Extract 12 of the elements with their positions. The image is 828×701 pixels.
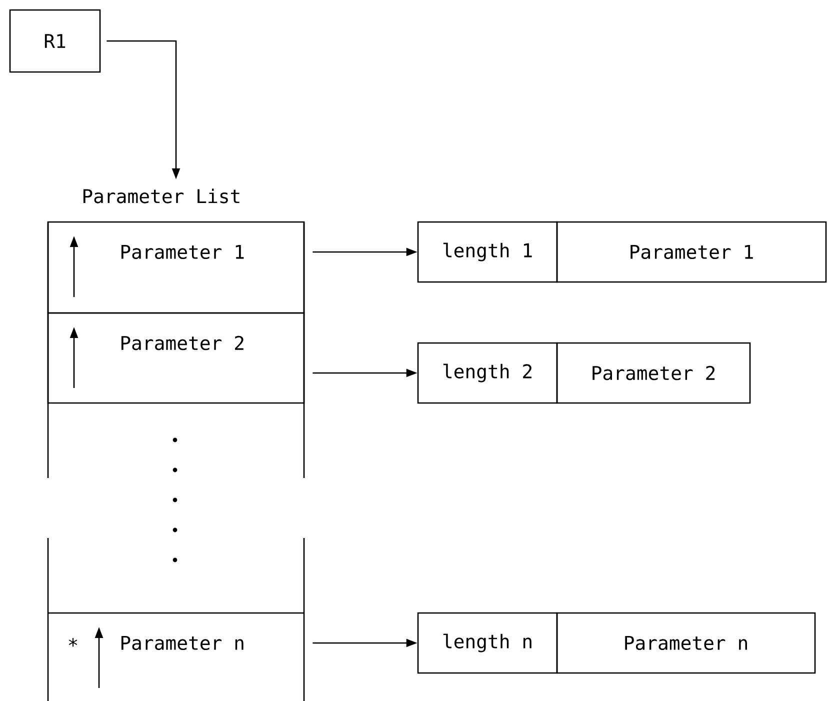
node-label: Parameter n — [121, 636, 244, 650]
record-field: length n — [417, 612, 558, 674]
record-field: length 2 — [417, 342, 558, 404]
record-field: Parameter 1 — [556, 221, 827, 283]
register-box: R1 — [9, 9, 101, 73]
list-cell: * Parameter n — [48, 612, 304, 688]
record-field: Parameter 2 — [556, 342, 751, 404]
list-cell: Parameter 1 — [47, 221, 305, 314]
node-label: * — [68, 638, 78, 647]
list-cell: Parameter 2 — [47, 312, 305, 404]
record-field: Parameter n — [556, 612, 816, 674]
record-field: length 1 — [417, 221, 558, 283]
